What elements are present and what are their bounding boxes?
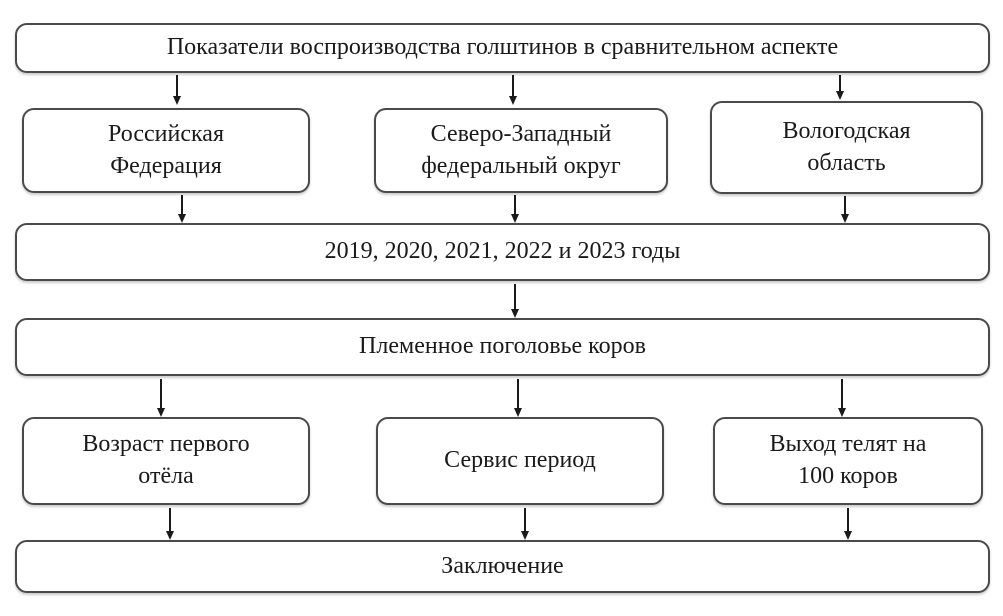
region-box-russian-federation: Российская Федерация — [22, 108, 310, 193]
title-text: Показатели воспроизводства голштинов в с… — [166, 34, 839, 61]
region-box-northwestern-district: Северо-Западный федеральный округ — [374, 108, 668, 193]
years-text: 2019, 2020, 2021, 2022 и 2023 годы — [324, 238, 681, 265]
arrow-down-icon — [514, 284, 516, 309]
arrow-down-icon — [524, 508, 526, 531]
breeding-stock-text: Племенное поголовье коров — [359, 333, 646, 360]
title-box: Показатели воспроизводства голштинов в с… — [15, 23, 990, 73]
arrow-down-icon — [844, 196, 846, 214]
breeding-stock-box: Племенное поголовье коров — [15, 318, 990, 376]
years-box: 2019, 2020, 2021, 2022 и 2023 годы — [15, 223, 990, 281]
conclusion-text: Заключение — [441, 552, 564, 579]
region-label: Вологодская область — [782, 117, 911, 176]
indicator-box-service-period: Сервис период — [376, 417, 664, 505]
arrow-down-icon — [181, 195, 183, 214]
arrow-down-icon — [841, 379, 843, 408]
arrow-down-icon — [839, 75, 841, 91]
arrow-down-icon — [517, 379, 519, 408]
arrow-down-icon — [512, 75, 514, 96]
conclusion-box: Заключение — [15, 540, 990, 593]
arrow-down-icon — [176, 75, 178, 96]
arrow-down-icon — [847, 508, 849, 531]
indicator-box-first-calving-age: Возраст первого отёла — [22, 417, 310, 505]
region-label: Северо-Западный федеральный округ — [421, 120, 621, 179]
indicator-label: Возраст первого отёла — [82, 431, 250, 489]
region-label: Российская Федерация — [108, 120, 224, 179]
indicator-label: Выход телят на 100 коров — [769, 431, 927, 489]
arrow-down-icon — [514, 195, 516, 214]
indicator-box-calf-yield: Выход телят на 100 коров — [713, 417, 983, 505]
region-box-vologda-oblast: Вологодская область — [710, 101, 983, 194]
arrow-down-icon — [160, 379, 162, 408]
indicator-label: Сервис период — [444, 447, 596, 474]
arrow-down-icon — [169, 508, 171, 531]
